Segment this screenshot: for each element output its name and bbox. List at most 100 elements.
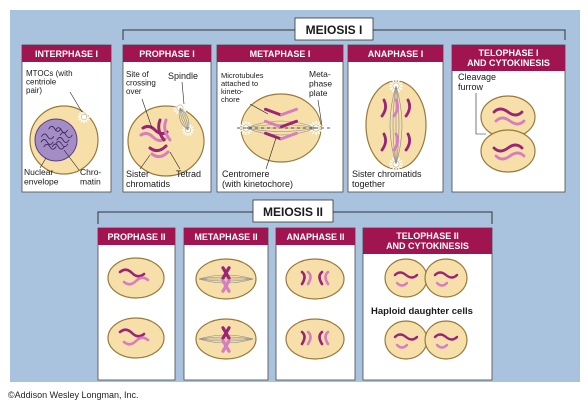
prophase2-chrom-3 (118, 328, 146, 338)
anaphase1-spindle-fiber (395, 85, 400, 165)
telophase2-cell-2 (384, 320, 428, 360)
meiosis2-panel-title-0: PROPHASE II (107, 232, 165, 242)
label-chromatin-line: Chro- (80, 167, 101, 177)
telophase2-chrom-a-1 (433, 271, 459, 279)
anaphase1-chrom-top-2 (404, 98, 411, 118)
prophase2-chrom-4 (122, 336, 150, 346)
label-chromatin-line: matin (80, 177, 101, 187)
label-metaphase-plate-leader (317, 99, 323, 127)
meiosis2-panel-title-0-line: PROPHASE II (107, 232, 165, 242)
telophase1-chrom-top-2 (494, 116, 526, 126)
prophase2-cell-bottom (107, 317, 165, 359)
meiosis2-panel-header-0 (98, 228, 175, 245)
prophase1-spindle (178, 107, 190, 131)
meiosis2-panel-header-2 (276, 228, 355, 245)
label-sister-together-line: Sister chromatids (352, 169, 422, 179)
label-nuclear-envelope-line: Nuclear (24, 167, 53, 177)
label-crossing-over-line: Site of (126, 70, 149, 79)
meiosis2-panel-header-1 (184, 228, 268, 245)
meiosis2-panel-title-3-line: AND CYTOKINESIS (386, 241, 469, 251)
prophase1-cell (127, 105, 205, 177)
anaphase2-chrom-4 (324, 270, 330, 286)
interphase-mtoc (78, 111, 90, 123)
label-metaphase-plate-line: plate (309, 88, 328, 98)
meiosis2-panel-title-3-line: TELOPHASE II (396, 231, 459, 241)
label-sister-together-line: together (352, 179, 385, 189)
metaphase1-spindle-fiber (245, 127, 317, 132)
meiosis1-panel-header-2 (217, 45, 343, 62)
meiosis1-panel-title-3: ANAPHASE I (368, 49, 424, 59)
metaphase1-spindle-fiber (245, 124, 317, 129)
meiosis1-panel-header-4 (452, 45, 565, 71)
label-centromere-line: Centromere (222, 169, 270, 179)
anaphase1-chrom-top-0 (380, 98, 387, 118)
metaphase1-chrom-r-0 (279, 107, 299, 117)
metaphase1-chrom-l-2 (263, 131, 283, 141)
label-mtocs-line: centriole (26, 78, 57, 87)
meiosis2-panel-title-2: ANAPHASE II (286, 232, 344, 242)
anaphase2-cell-top (285, 258, 345, 300)
meiosis1-panel-title-0: INTERPHASE I (35, 49, 98, 59)
metaphase1-chrom-l-1 (263, 119, 283, 129)
label-spindle-line: Spindle (168, 71, 198, 81)
anaphase1-chrom-bot-2 (404, 132, 411, 152)
interphase-chromatin-8 (59, 132, 73, 139)
meiosis1-panel-title-2-line: METAPHASE I (250, 49, 311, 59)
label-microtubules-line: Microtubules (221, 71, 264, 80)
label-tetrad-leader (169, 151, 181, 170)
meiosis1-panel-header-3 (348, 45, 443, 62)
meiosis1-title-box (294, 17, 374, 41)
label-haploid-line: Haploid daughter cells (371, 306, 473, 317)
prophase1-chrom-4 (150, 150, 170, 159)
label-mtocs-line: MTOCs (with (26, 69, 73, 78)
label-crossing-over-line: over (126, 87, 142, 96)
metaphase1-chrom-r-1 (279, 119, 299, 129)
prophase1-chrom-6 (163, 118, 172, 142)
meiosis1-panel-title-0-line: INTERPHASE I (35, 49, 98, 59)
anaphase2-chrom-3 (318, 270, 324, 286)
anaphase2-chrom-6 (306, 330, 312, 346)
label-nuclear-envelope-leader (39, 157, 47, 169)
copyright-credit: ©Addison Wesley Longman, Inc. (8, 390, 139, 400)
meiosis1-panel-title-4-line: AND CYTOKINESIS (467, 58, 550, 68)
prophase1-chrom-5 (157, 118, 166, 142)
meiosis1-panel-title-1: PROPHASE I (139, 49, 195, 59)
prophase1-chrom-2 (139, 131, 167, 143)
prophase1-spindle-fiber (179, 107, 190, 131)
label-sister-chromatids-leader (139, 154, 151, 170)
metaphase1-spindle-fiber (245, 120, 317, 129)
label-cleavage-furrow-line: Cleavage (458, 72, 496, 82)
metaphase1-chrom-r-2 (279, 131, 299, 141)
label-sister-chromatids-line: chromatids (126, 179, 171, 189)
anaphase1-spindle (389, 85, 403, 165)
prophase1-chrom-1 (141, 124, 169, 136)
label-cleavage-furrow-line: furrow (458, 82, 484, 92)
telophase2-chrom-b-3 (435, 343, 449, 349)
meiosis1-panel-title-2: METAPHASE I (250, 49, 311, 59)
prophase1-spindle-fiber (178, 107, 189, 131)
anaphase2-chrom-2 (306, 270, 312, 286)
label-microtubules-line: kineto- (221, 87, 244, 96)
metaphase2-chrom-2-arm-b (221, 279, 231, 293)
telophase2-chrom-a-2 (393, 333, 419, 341)
anaphase1-chrom-top-1 (392, 98, 399, 118)
prophase2-cell-top (107, 257, 165, 299)
metaphase2-spindle-bottom-fiber (198, 336, 254, 340)
interphase-chromatin-1 (43, 143, 57, 150)
metaphase1-spindle (245, 120, 317, 136)
label-metaphase-plate-line: Meta- (309, 69, 331, 79)
prophase2-chrom-2 (122, 276, 150, 286)
anaphase1-spindle-fiber (392, 85, 397, 165)
prophase2-chrom-1 (118, 268, 146, 278)
anaphase2-chrom-1 (300, 270, 306, 286)
label-centromere-leader (265, 137, 277, 170)
meiosis1-panel-title-1-line: PROPHASE I (139, 49, 195, 59)
telophase2-chrom-b-2 (395, 343, 409, 349)
